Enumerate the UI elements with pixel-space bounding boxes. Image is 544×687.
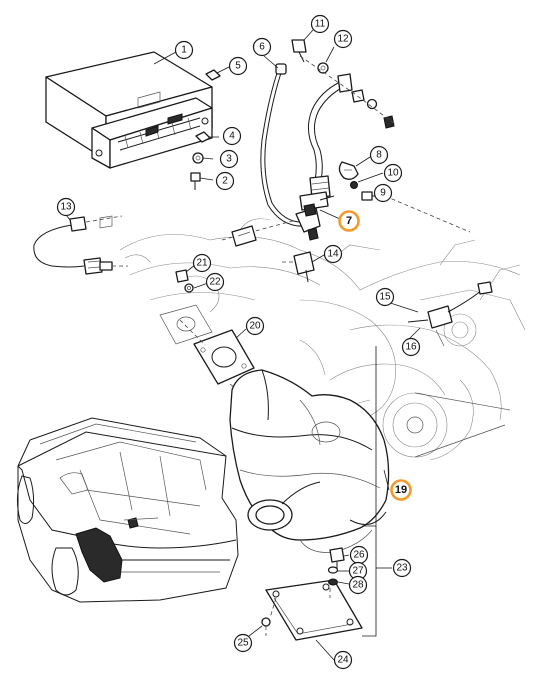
callout-label: 24: [337, 655, 349, 666]
callout-label: 5: [235, 61, 241, 72]
callout-label: 6: [259, 42, 265, 53]
callout-label: 12: [337, 34, 349, 45]
manifold-flange: [159, 304, 213, 345]
callout-4: 4: [222, 126, 242, 146]
nut-and-washer: [175, 269, 194, 293]
callout-label: 19: [395, 484, 407, 496]
callout-label: 20: [249, 321, 261, 332]
callout-label: 11: [315, 19, 326, 30]
callout-label: 26: [353, 550, 365, 561]
heat-shield-plate: [265, 579, 363, 641]
callout-label: 14: [327, 249, 339, 260]
callout-22: 22: [205, 272, 225, 292]
callout-6: 6: [252, 37, 272, 57]
callout-label: 4: [229, 131, 235, 142]
callout-label: 13: [60, 202, 72, 213]
callout-7-highlighted: 7: [338, 210, 360, 232]
callout-label: 2: [222, 176, 228, 187]
callout-label: 15: [379, 292, 391, 303]
lambda-sensor-assembly: [299, 73, 353, 217]
callout-label: 22: [209, 277, 221, 288]
callout-label: 3: [226, 154, 232, 165]
callout-label: 7: [346, 215, 352, 227]
exhaust-silencer: [229, 369, 390, 553]
callout-label: 10: [387, 168, 399, 179]
callout-26: 26: [349, 545, 369, 565]
callout-23: 23: [392, 558, 412, 578]
callout-2: 2: [215, 171, 235, 191]
clip-bolt-nut: [338, 161, 471, 233]
callout-label: 23: [396, 563, 408, 574]
callout-21: 21: [192, 253, 212, 273]
leader-lines: [59, 29, 421, 661]
callout-label: 27: [352, 566, 364, 577]
callout-20: 20: [245, 316, 265, 336]
callout-10: 10: [383, 163, 403, 183]
ecu-control-unit: [45, 51, 213, 169]
callout-14: 14: [323, 244, 343, 264]
callout-label: 28: [352, 580, 364, 591]
callout-label: 21: [196, 258, 208, 269]
callout-label: 1: [181, 45, 187, 56]
callout-label: 25: [237, 638, 249, 649]
callout-19-highlighted: 19: [390, 479, 412, 501]
vehicle-outline: [16, 417, 239, 603]
callout-label: 16: [405, 342, 417, 353]
harness-lead: [33, 215, 128, 275]
callout-label: 8: [376, 150, 382, 161]
callout-15: 15: [375, 287, 395, 307]
callout-3: 3: [219, 149, 239, 169]
callout-11: 11: [310, 14, 330, 34]
callout-12: 12: [333, 29, 353, 49]
relay-bracket: [407, 281, 493, 347]
callout-5: 5: [228, 56, 248, 76]
callout-1: 1: [174, 40, 194, 60]
callout-28: 28: [348, 575, 368, 595]
mounting-bolt-and-washers: [291, 39, 396, 129]
callout-27: 27: [348, 561, 368, 581]
callout-8: 8: [369, 145, 389, 165]
callout-25: 25: [233, 633, 253, 653]
engine-bay-background: [119, 218, 526, 461]
ecu-fasteners: [190, 69, 221, 190]
callout-16: 16: [401, 337, 421, 357]
callout-label: 9: [380, 188, 386, 199]
callout-9: 9: [373, 183, 393, 203]
temperature-sender: [282, 251, 315, 283]
connector-plug: [221, 219, 297, 247]
callout-24: 24: [333, 650, 353, 670]
callout-13: 13: [56, 197, 76, 217]
shield-fasteners: [261, 547, 345, 636]
